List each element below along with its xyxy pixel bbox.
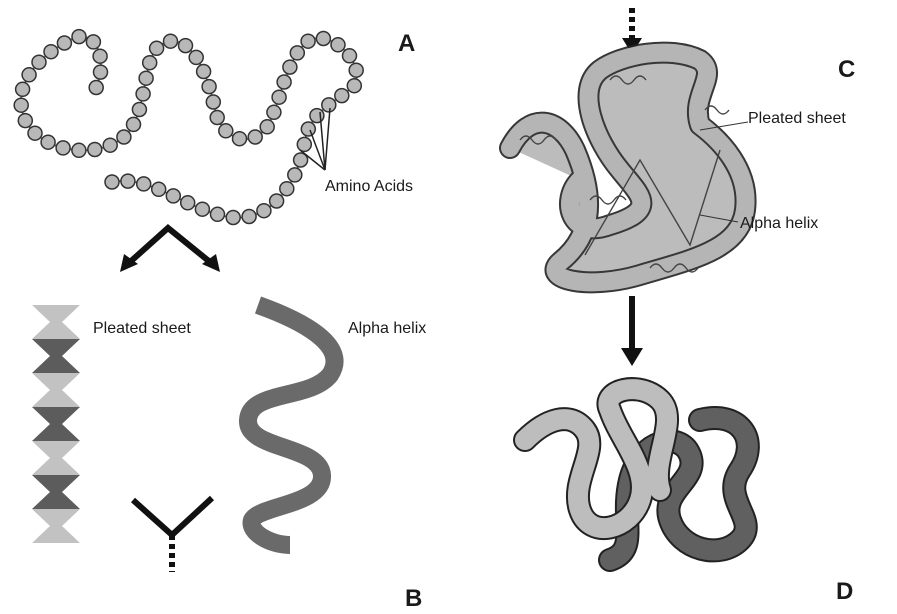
amino-acid-bead xyxy=(288,168,302,182)
amino-acid-bead xyxy=(331,38,345,52)
pleated-sheet-segment xyxy=(32,475,80,509)
amino-acid-bead xyxy=(14,98,28,112)
amino-acid-bead xyxy=(301,122,315,136)
pleated-sheet-label-b: Pleated sheet xyxy=(93,320,191,338)
amino-acid-bead xyxy=(270,194,284,208)
arrow-c-to-d xyxy=(621,296,643,366)
tertiary-structure-drawing xyxy=(510,53,748,283)
pleated-sheet-segment xyxy=(32,407,80,441)
amino-acid-bead xyxy=(72,30,86,44)
amino-acid-bead xyxy=(127,117,141,131)
alpha-helix-label-c: Alpha helix xyxy=(740,215,818,233)
amino-acid-bead xyxy=(86,35,100,49)
pleated-sheet-segment xyxy=(32,509,80,543)
amino-acid-bead xyxy=(202,80,216,94)
amino-acid-bead xyxy=(137,177,151,191)
amino-acid-bead xyxy=(297,137,311,151)
amino-acid-bead xyxy=(56,141,70,155)
amino-acid-bead xyxy=(242,210,256,224)
amino-acids-label: Amino Acids xyxy=(325,178,413,196)
amino-acid-bead xyxy=(166,189,180,203)
amino-acid-bead xyxy=(105,175,119,189)
pleated-sheet-segment xyxy=(32,305,80,339)
merge-arrow xyxy=(133,498,212,572)
pleated-sheet-label-c: Pleated sheet xyxy=(748,110,846,128)
amino-acid-bead xyxy=(32,55,46,69)
amino-acid-bead xyxy=(343,49,357,63)
amino-acid-bead xyxy=(72,143,86,157)
amino-acid-bead xyxy=(301,34,315,48)
amino-acid-bead xyxy=(226,211,240,225)
pleated-sheet-segment xyxy=(32,373,80,407)
amino-acid-bead xyxy=(152,182,166,196)
amino-acid-bead xyxy=(206,95,220,109)
amino-acid-bead xyxy=(189,50,203,64)
amino-acid-bead xyxy=(89,81,103,95)
amino-acid-bead xyxy=(57,36,71,50)
amino-acid-bead xyxy=(335,89,349,103)
amino-acid-bead xyxy=(181,196,195,210)
amino-acid-bead xyxy=(18,114,32,128)
amino-acid-bead xyxy=(219,124,233,138)
amino-acid-bead xyxy=(210,111,224,125)
amino-acid-bead xyxy=(211,207,225,221)
amino-acid-bead xyxy=(197,65,211,79)
amino-acid-bead xyxy=(248,130,262,144)
amino-acid-bead xyxy=(290,46,304,60)
alpha-helix-drawing xyxy=(248,305,335,545)
amino-acid-bead xyxy=(233,132,247,146)
amino-acid-bead xyxy=(136,87,150,101)
amino-acid-bead xyxy=(41,135,55,149)
panel-label-c: C xyxy=(838,56,855,84)
panel-label-d: D xyxy=(836,578,853,606)
amino-acid-bead xyxy=(277,75,291,89)
amino-acid-bead xyxy=(260,120,274,134)
amino-acid-bead xyxy=(150,41,164,55)
amino-acid-bead xyxy=(94,65,108,79)
amino-acid-bead xyxy=(267,105,281,119)
pleated-sheet-segment xyxy=(32,339,80,373)
amino-acid-bead xyxy=(121,174,135,188)
amino-acid-bead xyxy=(179,39,193,53)
amino-acid-bead xyxy=(283,60,297,74)
amino-acid-bead xyxy=(347,79,361,93)
split-arrows xyxy=(130,228,210,262)
amino-acid-bead xyxy=(16,82,30,96)
amino-acid-bead xyxy=(44,45,58,59)
amino-acid-bead xyxy=(322,98,336,112)
panel-label-b: B xyxy=(405,585,422,613)
amino-acid-bead xyxy=(103,138,117,152)
amino-acid-beads xyxy=(14,30,363,225)
amino-acid-bead xyxy=(28,126,42,140)
amino-acid-bead xyxy=(257,204,271,218)
amino-acid-bead xyxy=(132,103,146,117)
amino-acid-bead xyxy=(316,32,330,46)
amino-acid-bead xyxy=(349,63,363,77)
amino-acid-bead xyxy=(310,109,324,123)
quaternary-structure-drawing xyxy=(525,389,748,560)
amino-acid-bead xyxy=(117,130,131,144)
pleated-sheet-drawing xyxy=(32,305,80,543)
panel-label-a: A xyxy=(398,30,415,58)
amino-acid-bead xyxy=(164,34,178,48)
amino-acid-bead xyxy=(280,182,294,196)
amino-acid-bead xyxy=(93,49,107,63)
amino-acid-bead xyxy=(139,71,153,85)
amino-acid-bead xyxy=(272,90,286,104)
amino-acid-bead xyxy=(22,68,36,82)
amino-acid-bead xyxy=(143,56,157,70)
alpha-helix-label-b: Alpha helix xyxy=(348,320,426,338)
amino-acid-bead xyxy=(88,143,102,157)
amino-acid-bead xyxy=(195,202,209,216)
pleated-sheet-segment xyxy=(32,441,80,475)
